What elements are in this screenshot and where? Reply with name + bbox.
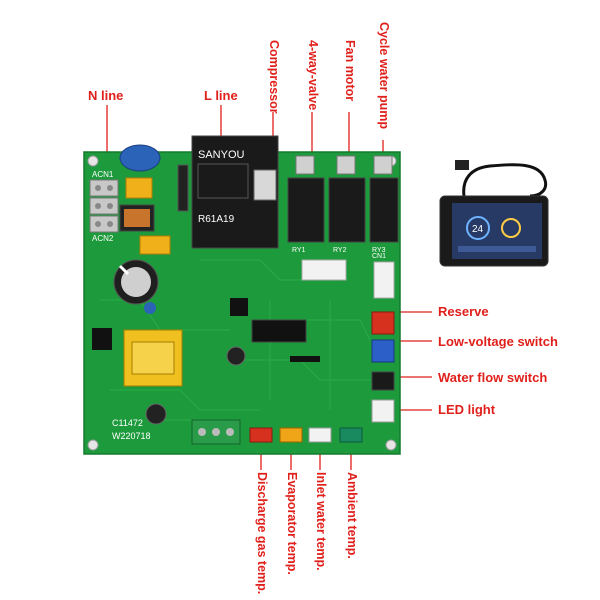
- evaporator-connector: [279, 427, 303, 443]
- low-voltage-connector: [371, 339, 395, 363]
- acn2-label: ACN2: [92, 234, 114, 243]
- relay-ry3: [369, 177, 399, 243]
- inlet-connector: [308, 427, 332, 443]
- label-evaporator-temp: Evaporator temp.: [285, 472, 299, 575]
- microcontroller-ic: [251, 319, 307, 343]
- label-low-voltage-switch: Low-voltage switch: [438, 334, 558, 349]
- reserve-connector: [371, 311, 395, 335]
- display-cable: [462, 163, 548, 198]
- acn-terminals: [89, 179, 119, 233]
- label-led-light: LED light: [438, 402, 496, 417]
- label-fan-motor: Fan motor: [343, 40, 357, 102]
- relay-ry2: [328, 177, 366, 243]
- label-ambient-temp: Ambient temp.: [345, 472, 359, 559]
- cn2-connector: [301, 259, 347, 281]
- label-n-line: N line: [88, 88, 124, 103]
- ry2-label: RY2: [333, 247, 347, 254]
- ry3-label: RY3: [372, 247, 386, 254]
- relays: [287, 155, 399, 243]
- yellow-capacitor: [125, 177, 153, 199]
- compressor-terminal: [253, 169, 277, 201]
- label-discharge-gas-temp: Discharge gas temp.: [255, 472, 269, 595]
- led-connector: [371, 399, 395, 423]
- acn1-label: ACN1: [92, 170, 114, 179]
- ambient-connector: [339, 427, 363, 443]
- ry1-label: RY1: [292, 247, 306, 254]
- model-code: C11472: [112, 418, 143, 428]
- label-four-way-valve: 4-way-valve: [306, 40, 320, 111]
- display-controller: 24: [439, 160, 549, 267]
- label-reserve: Reserve: [438, 304, 489, 319]
- relay-ry1: [287, 177, 325, 243]
- display-temp: 24: [472, 224, 484, 235]
- pcb-board: ACN1 ACN2 SANYOU R61A19 RY1: [83, 135, 401, 455]
- cn1-label: CN1: [372, 253, 386, 260]
- water-flow-connector: [371, 371, 395, 391]
- relay-model: R61A19: [198, 214, 235, 225]
- label-inlet-water-temp: Inlet water temp.: [314, 472, 328, 571]
- y-capacitor: [119, 144, 161, 172]
- label-compressor: Compressor: [267, 40, 281, 114]
- cn1-connector: [373, 261, 395, 299]
- discharge-connector: [249, 427, 273, 443]
- relay-brand: SANYOU: [198, 149, 245, 161]
- serial-code: W220718: [112, 431, 151, 441]
- label-water-flow-switch: Water flow switch: [438, 370, 548, 385]
- label-cycle-water-pump: Cycle water pump: [377, 22, 391, 129]
- label-l-line: L line: [204, 88, 238, 103]
